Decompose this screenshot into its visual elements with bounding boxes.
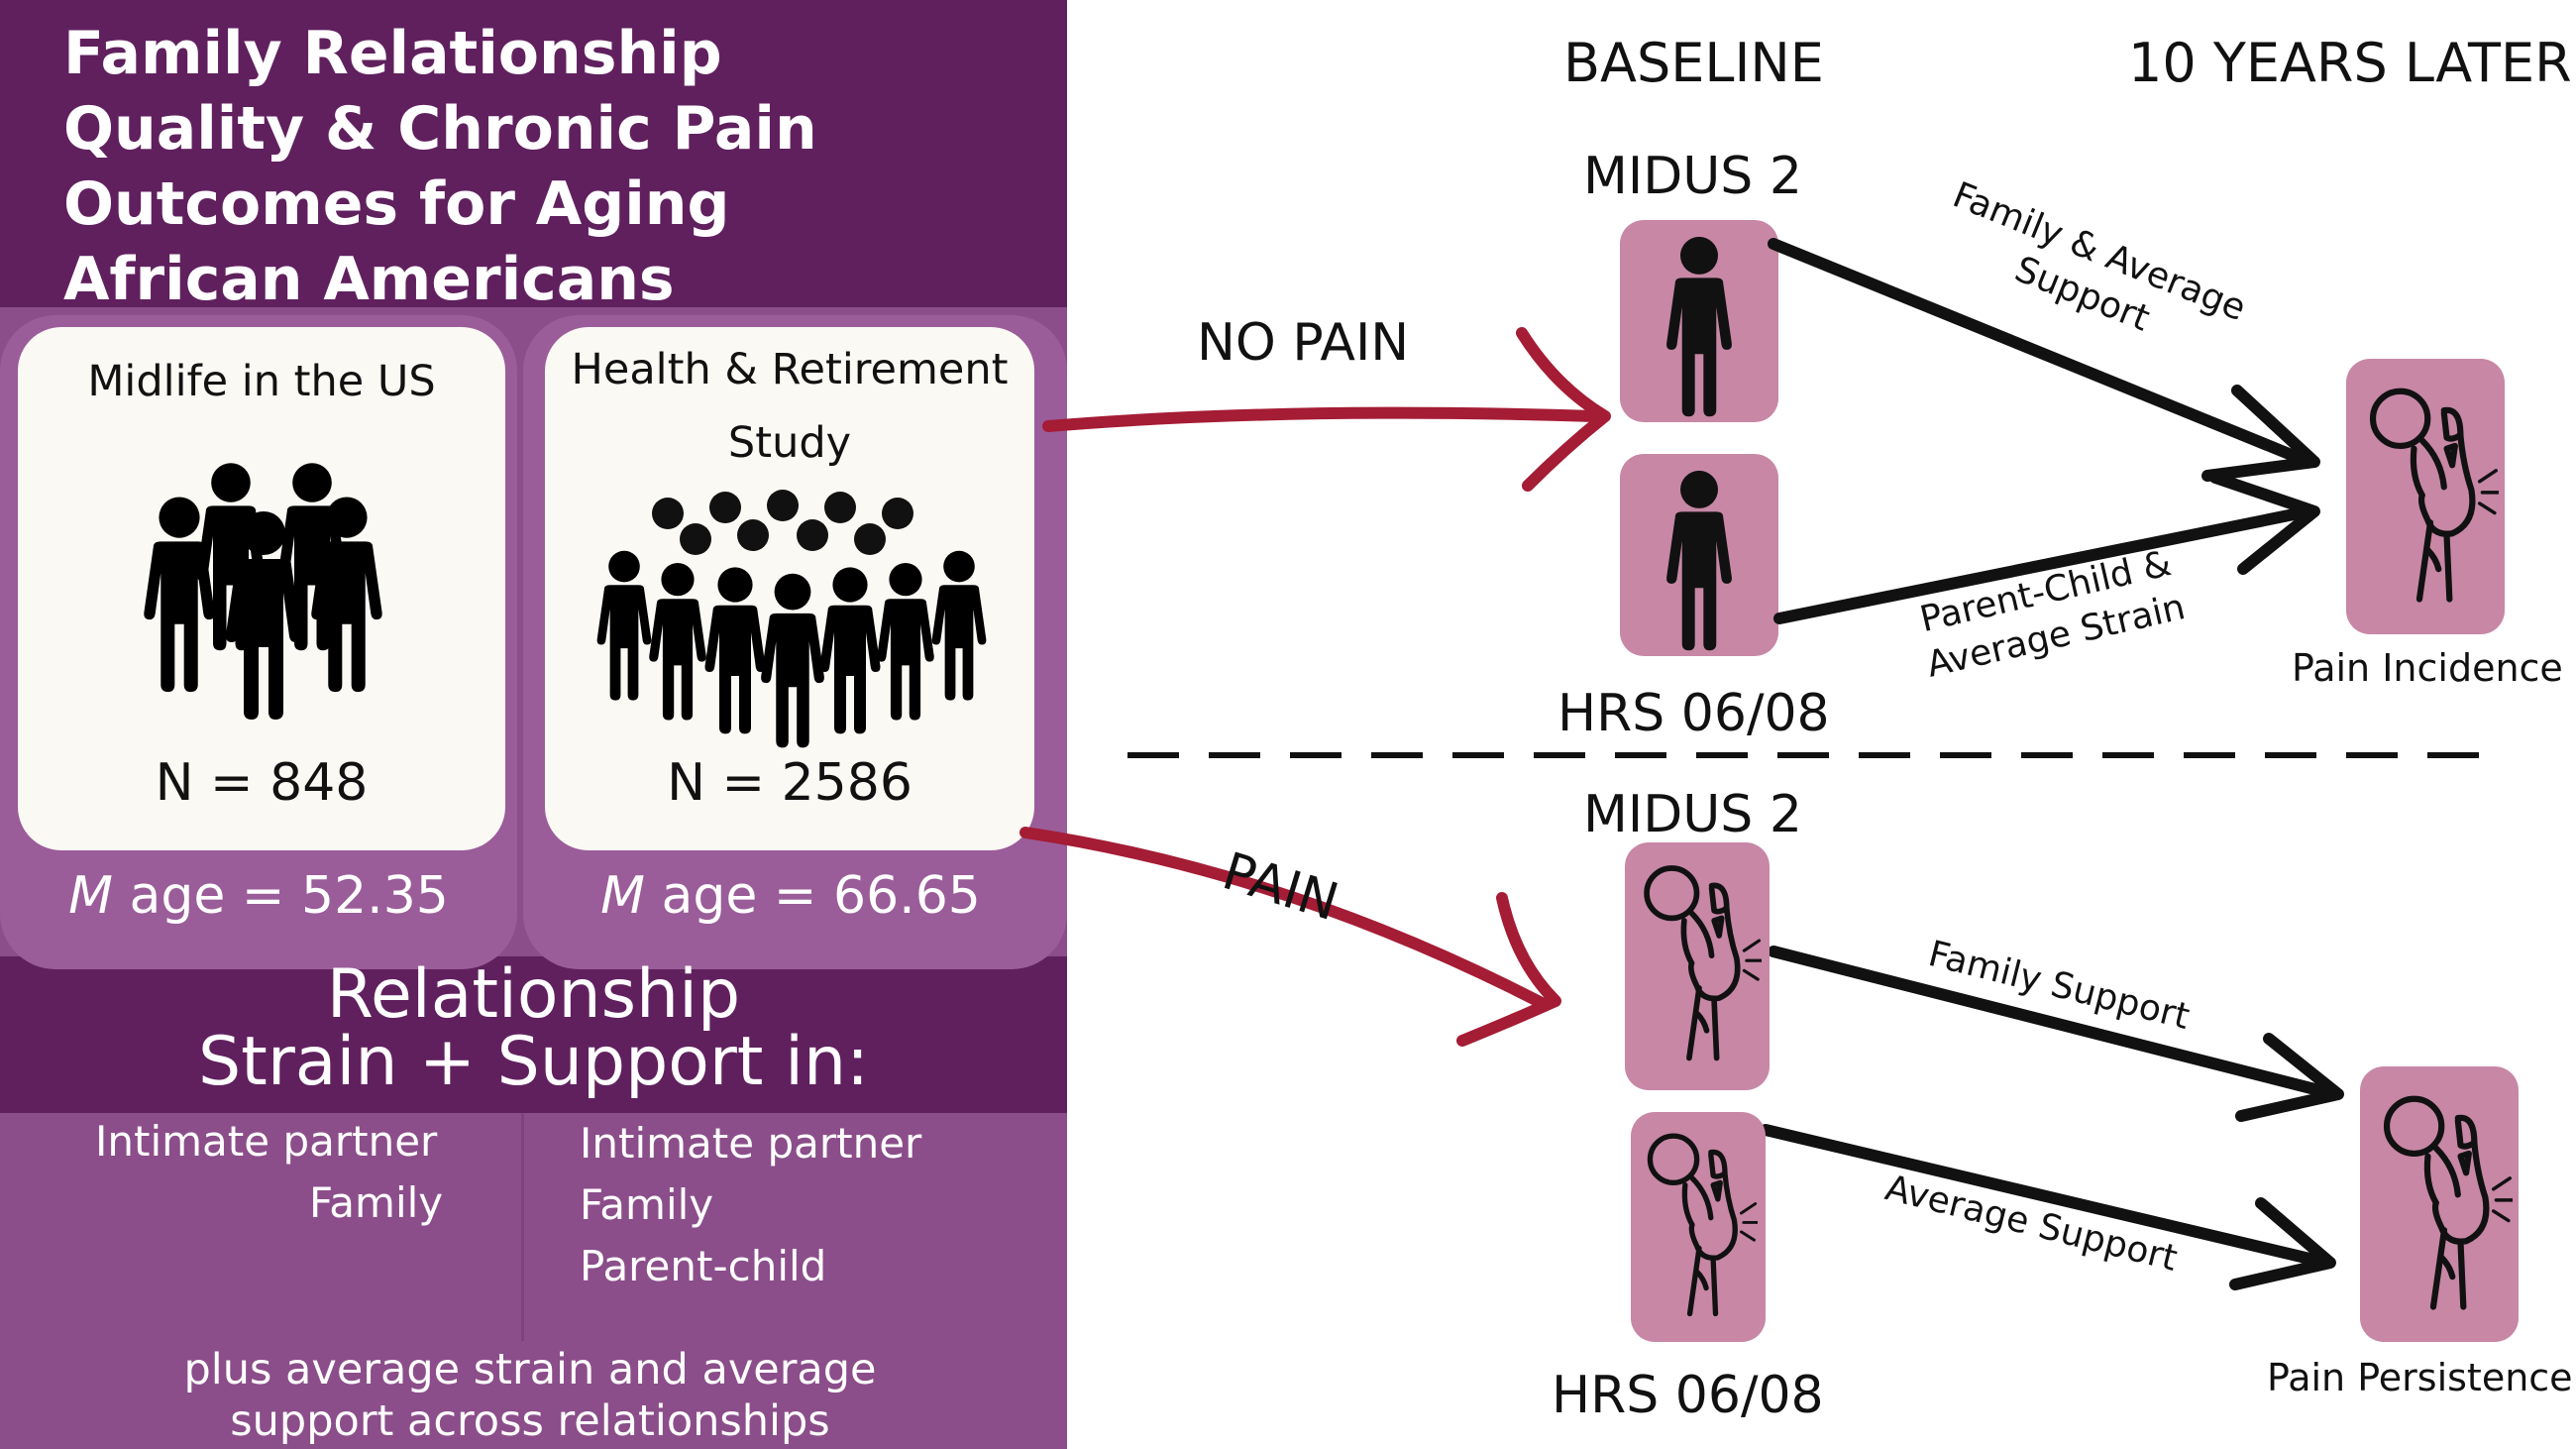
arrow-no-pain <box>1042 406 1601 432</box>
relationship-title-line: Strain + Support in: <box>198 1023 869 1101</box>
footnote-line: plus average strain and average <box>183 1345 877 1394</box>
study-name-line1: Health & Retirement <box>571 345 1009 394</box>
mean-age-value: age = 66.65 <box>644 866 981 926</box>
relationship-title-line: Relationship <box>326 955 741 1034</box>
header-10-years-later: 10 YEARS LATER <box>2128 32 2572 94</box>
pain-persistence-box <box>2360 1066 2519 1342</box>
pain-incidence-box <box>2346 359 2505 634</box>
hrs-no-pain-box <box>1620 454 1778 656</box>
footnote: plus average strain and average support … <box>59 1344 1001 1447</box>
hrs-measure: Intimate partner <box>580 1119 922 1168</box>
study-name: Midlife in the US <box>87 357 436 406</box>
title-line: African Americans <box>63 245 675 314</box>
mean-age-value: age = 52.35 <box>112 866 449 926</box>
condition-no-pain: NO PAIN <box>1197 313 1410 373</box>
hrs-measure: Parent-child <box>580 1242 827 1290</box>
footnote-line: support across relationships <box>230 1396 830 1446</box>
mean-symbol: M <box>68 866 113 926</box>
title-line: Quality & Chronic Pain <box>63 94 817 164</box>
hrs-pain-box <box>1631 1112 1766 1342</box>
column-divider <box>521 1113 524 1341</box>
arrowhead <box>2235 1033 2344 1122</box>
relationship-title: Relationship Strain + Support in: <box>0 961 1067 1096</box>
outcome-pain-persistence: Pain Persistence <box>2267 1356 2573 1399</box>
arrowhead <box>1516 327 1611 492</box>
pain-figure-icon <box>2376 1080 2513 1328</box>
arrow-family-support <box>1768 946 2340 1100</box>
arrow-average-support <box>1760 1124 2332 1269</box>
midus-no-pain-box <box>1620 220 1778 422</box>
arrowhead <box>2229 1197 2336 1290</box>
left-panel: Family Relationship Quality & Chronic Pa… <box>0 0 1067 1449</box>
sample-label-bottom-pain: HRS 06/08 <box>1552 1366 1824 1425</box>
midus-measure: Family <box>309 1178 444 1227</box>
study-name-line2: Study <box>727 418 852 468</box>
arrowhead <box>2209 472 2320 575</box>
hrs-measure: Family <box>580 1180 714 1229</box>
arrow-family-average-support <box>1768 238 2314 468</box>
title-line: Outcomes for Aging <box>63 169 730 239</box>
header-baseline: BASELINE <box>1563 32 1824 94</box>
pain-figure-icon <box>1641 1122 1758 1330</box>
arrow-pain <box>1020 827 1548 1009</box>
relationship-band <box>0 956 1067 1113</box>
crowd-icon <box>596 490 987 748</box>
measures-band <box>0 1113 1067 1449</box>
title-line: Family Relationship <box>63 19 722 88</box>
mean-symbol: M <box>600 866 645 926</box>
sample-label-top-pain: MIDUS 2 <box>1583 785 1802 844</box>
outcome-pain-incidence: Pain Incidence <box>2292 646 2563 690</box>
mean-age-midus: M age = 52.35 <box>0 866 517 926</box>
arrow-parent-child-average-strain <box>1773 505 2314 624</box>
sample-label-bottom: HRS 06/08 <box>1557 684 1830 743</box>
pain-figure-icon <box>1637 852 1762 1076</box>
study-card-hrs: Health & Retirement Study N = 2586 <box>545 327 1034 850</box>
sample-size: N = 2586 <box>667 753 912 813</box>
sample-label-top: MIDUS 2 <box>1583 147 1802 206</box>
midus-measure: Intimate partner <box>95 1117 438 1166</box>
midus-pain-box <box>1625 842 1770 1090</box>
page-title: Family Relationship Quality & Chronic Pa… <box>63 16 876 317</box>
mean-age-hrs: M age = 66.65 <box>527 866 1054 926</box>
arrowhead <box>2201 385 2320 482</box>
arrowhead <box>1456 892 1561 1047</box>
sample-size: N = 848 <box>155 753 369 813</box>
study-card-midus: Midlife in the US N = 848 <box>18 327 505 850</box>
